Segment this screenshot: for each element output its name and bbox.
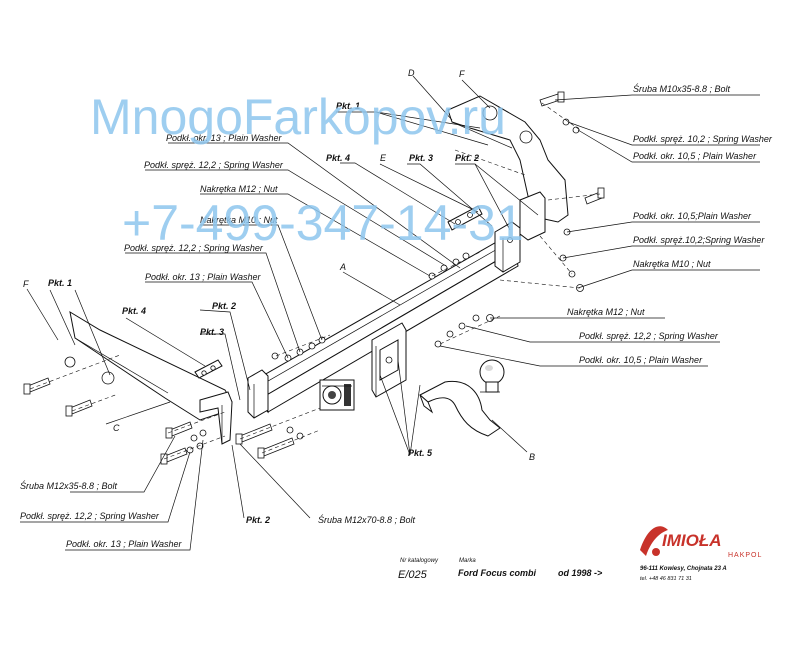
catalog-number: E/025 — [398, 569, 428, 581]
right-labels: Śruba M10x35-8.8 ; Bolt Podkł. spręż. 10… — [567, 83, 773, 365]
callout-pkt2-top: Pkt. 2 — [455, 153, 479, 163]
letter-e: E — [380, 153, 387, 163]
left-spacer-plate — [194, 359, 223, 379]
label-plain-washer-13-bottom: Podkł. okr. 13 ; Plain Washer — [66, 539, 183, 549]
assembly-center-lines — [29, 102, 601, 460]
label-plain-washer-10-top: Podkł. okr. 10,5 ; Plain Washer — [633, 151, 757, 161]
label-nut-m12-top: Nakrętka M12 ; Nut — [200, 184, 278, 194]
label-plain-washer-13-top: Podkł. okr. 13 ; Plain Washer — [166, 133, 283, 143]
vehicle-model: Ford Focus combi — [458, 568, 537, 578]
label-spring-washer-12-bottom: Podkł. spręż. 12,2 ; Spring Washer — [20, 511, 160, 521]
company-phone: tel. +48 46 831 71 31 — [640, 576, 692, 582]
label-spring-washer-12-right: Podkł. spręż. 12,2 ; Spring Washer — [579, 331, 719, 341]
letter-d: D — [408, 68, 415, 78]
label-bolt-m10: Śruba M10x35-8.8 ; Bolt — [633, 83, 731, 94]
label-spring-washer-12-mid: Podkł. spręż. 12,2 ; Spring Washer — [124, 243, 264, 253]
left-side-arm — [64, 310, 233, 445]
bottom-labels: Śruba M12x35-8.8 ; Bolt Podkł. spręż. 12… — [20, 480, 416, 549]
electrical-socket — [319, 379, 355, 411]
title-block: Nr katalogowy E/025 Marka Ford Focus com… — [398, 558, 603, 581]
fasteners-top-right — [539, 91, 605, 292]
watermark-site: MnogoFarkopov.ru — [90, 89, 506, 145]
watermark-phone: +7-499-347-14-31 — [122, 195, 524, 251]
tow-ball-neck — [419, 359, 505, 437]
callout-pkt3-top: Pkt. 3 — [409, 153, 433, 163]
callout-pkt1-left: Pkt. 1 — [48, 278, 72, 288]
label-nut-m10-right: Nakrętka M10 ; Nut — [633, 259, 711, 269]
label-nut-m10-left: Nakrętka M10 ; Nut — [200, 215, 278, 225]
right-spacer-plate — [447, 205, 483, 231]
brand-label: Marka — [459, 558, 476, 564]
label-plain-washer-10-right: Podkł. okr. 10,5 ; Plain Washer — [579, 355, 703, 365]
logo-swoosh-icon — [640, 526, 668, 556]
logo-subtext: HAKPOL — [728, 552, 762, 559]
label-nut-m12-right: Nakrętka M12 ; Nut — [567, 307, 645, 317]
callout-pkt4-left: Pkt. 4 — [122, 306, 146, 316]
label-spring-washer-12-top: Podkł. spręż. 12,2 ; Spring Washer — [144, 160, 284, 170]
label-bolt-m12x70: Śruba M12x70-8.8 ; Bolt — [318, 514, 416, 525]
callout-pkt2-bottom: Pkt. 2 — [246, 515, 270, 525]
label-plain-washer-10-mid: Podkł. okr. 10,5;Plain Washer — [633, 211, 752, 221]
callout-pkt5: Pkt. 5 — [408, 448, 433, 458]
watermark: MnogoFarkopov.ru +7-499-347-14-31 — [90, 89, 524, 251]
logo-text: IMIOŁA — [662, 531, 722, 550]
callout-pkt2-mid: Pkt. 2 — [212, 301, 236, 311]
label-plain-washer-13-mid: Podkł. okr. 13 ; Plain Washer — [145, 272, 262, 282]
left-labels: Podkł. okr. 13 ; Plain Washer Podkł. spr… — [124, 133, 284, 282]
crossbar-left-bracket — [247, 369, 269, 419]
letter-f-top: F — [459, 69, 465, 79]
label-bolt-m12x35: Śruba M12x35-8.8 ; Bolt — [20, 480, 118, 491]
letter-b: B — [529, 452, 535, 462]
crossbar-right-bracket — [494, 221, 521, 273]
center-socket-plate — [371, 322, 407, 398]
catalog-label: Nr katalogowy — [400, 558, 439, 564]
company-address: 96-111 Kowiesy, Chojnata 23 A — [640, 566, 727, 572]
label-spring-washer-10-top: Podkł. spręż. 10,2 ; Spring Washer — [633, 134, 773, 144]
letter-c: C — [113, 423, 120, 433]
letter-a: A — [339, 262, 346, 272]
letter-f-left: F — [23, 279, 29, 289]
callout-pkt1-top: Pkt. 1 — [336, 101, 360, 111]
callout-pkt4-top: Pkt. 4 — [326, 153, 350, 163]
vehicle-year: od 1998 -> — [558, 568, 603, 578]
leader-lines — [20, 75, 760, 551]
part-callouts: Pkt. 1 Pkt. 4 Pkt. 3 Pkt. 2 Pkt. 1 Pkt. … — [23, 68, 535, 525]
label-spring-washer-10-mid: Podkł. spręż.10,2;Spring Washer — [633, 235, 765, 245]
manufacturer-logo: IMIOŁA HAKPOL 96-111 Kowiesy, Chojnata 2… — [640, 526, 762, 582]
callout-pkt3-mid: Pkt. 3 — [200, 327, 224, 337]
